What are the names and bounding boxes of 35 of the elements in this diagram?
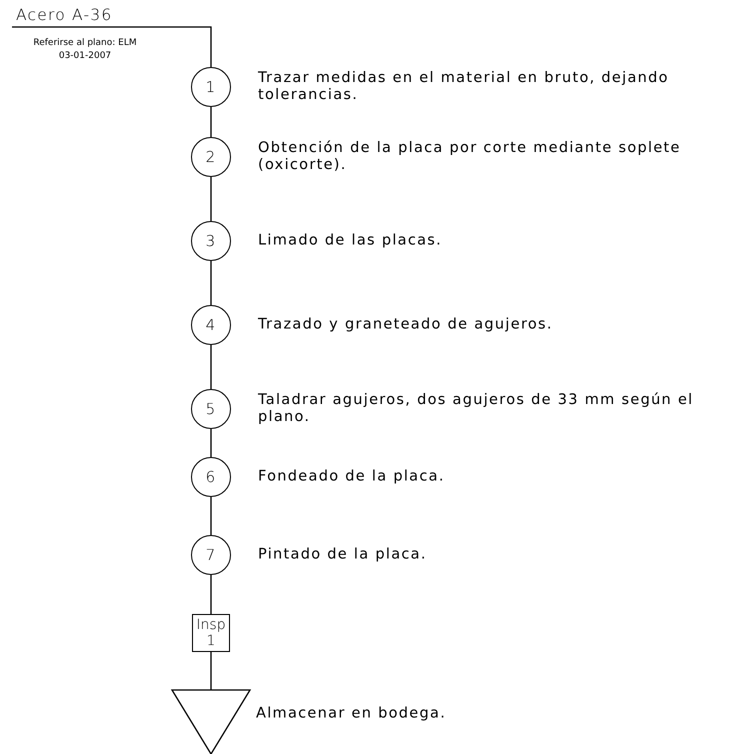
operation-circle (191, 305, 231, 345)
connector-line (210, 575, 212, 614)
operation-circle (191, 389, 231, 429)
step-number: 5 (206, 400, 216, 418)
step-description: Fondeado de la placa. (258, 468, 446, 486)
operation-circle (191, 535, 231, 575)
storage-triangle (172, 690, 250, 754)
connector-line (210, 345, 212, 389)
connector-line (210, 652, 212, 690)
step-number: 2 (206, 148, 216, 166)
inspection-number: Insp 1 (196, 617, 226, 649)
step-description: Pintado de la placa. (258, 546, 428, 564)
connector-line (210, 429, 212, 457)
material-name: Acero A-36 (15, 6, 112, 26)
step-number: 3 (206, 232, 216, 250)
step-number: 1 (206, 78, 216, 96)
step-description: Taladrar agujeros, dos agujeros de 33 mm según el plano. (258, 392, 695, 426)
step-number: 7 (206, 546, 216, 564)
operation-circle (191, 67, 231, 107)
connector-line (210, 177, 212, 221)
step-description: Trazado y graneteado de agujeros. (258, 316, 554, 334)
operation-circle (191, 221, 231, 261)
step-description: Almacenar en bodega. (256, 706, 448, 722)
connector-line (210, 497, 212, 535)
connector-line (210, 261, 212, 305)
connector-line (12, 26, 212, 67)
step-description: Obtención de la placa por corte mediante soplete (oxicorte). (258, 140, 682, 174)
operation-circle (191, 137, 231, 177)
reference-note: Referirse al plano: ELM 03-01-2007 (32, 37, 138, 63)
step-number: 6 (206, 468, 216, 486)
step-description: Limado de las placas. (258, 232, 444, 250)
operation-circle (191, 457, 231, 497)
step-number: 4 (206, 316, 216, 334)
step-description: Trazar medidas en el material en bruto, dejando tolerancias. (258, 70, 670, 104)
connector-line (210, 107, 212, 137)
